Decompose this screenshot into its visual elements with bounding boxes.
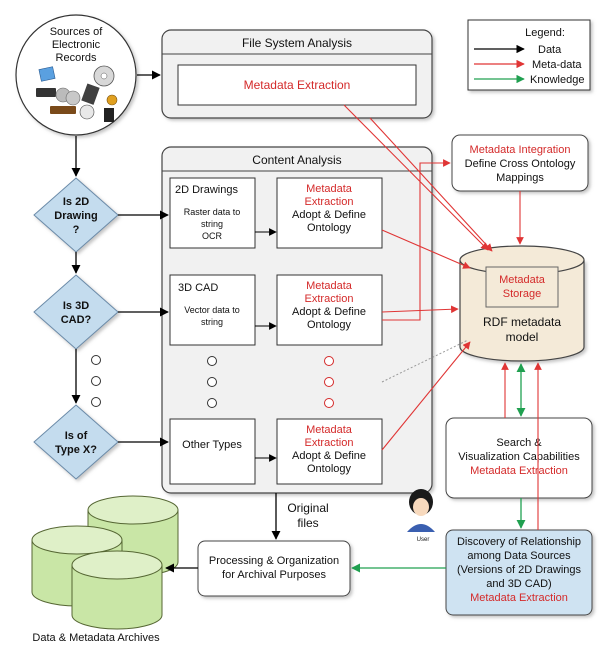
arrow-fs-to-storage: [343, 104, 489, 251]
meta-box-2d: [276, 177, 383, 249]
action-2d-line-2: Ontology: [307, 222, 352, 234]
arrow-fs-to-storage-2: [369, 117, 493, 252]
original-files-line-2: files: [297, 516, 318, 530]
discovery-box: Discovery of Relationship among Data Sou…: [445, 529, 593, 616]
ellipsis-type-column: [207, 356, 217, 408]
action-3d-line-1: Adopt & Define: [292, 306, 366, 318]
meta-other-line-1: Metadata: [306, 424, 353, 436]
type-box-2d: [169, 177, 256, 249]
storage-media-icon: [36, 65, 118, 122]
meta-3d-line-1: Metadata: [306, 280, 353, 292]
file-system-analysis-panel: File System Analysis Metadata Extraction: [161, 29, 433, 119]
search-visualization-box: Search & Visualization Capabilities Meta…: [445, 417, 593, 499]
integration-title: Metadata Integration: [470, 144, 571, 156]
legend-title: Legend:: [525, 27, 565, 39]
storage-model-line-2: model: [506, 330, 539, 344]
storage-inner-line-1: Metadata: [499, 274, 546, 286]
user-label: User: [417, 537, 430, 543]
type-other-title: Other Types: [182, 439, 242, 451]
action-other-line-2: Ontology: [307, 463, 352, 475]
legend-metadata-label: Meta-data: [532, 59, 582, 71]
user-avatar: User: [407, 489, 435, 543]
action-2d-line-1: Adopt & Define: [292, 209, 366, 221]
meta-box-other: [276, 418, 383, 485]
decision-2d-line-3: ?: [73, 224, 80, 236]
meta-2d-line-1: Metadata: [306, 183, 353, 195]
storage-inner-line-2: Storage: [503, 288, 542, 300]
metadata-integration-box: Metadata Integration Define Cross Ontolo…: [451, 134, 589, 192]
decision-2d-line-2: Drawing: [54, 210, 97, 222]
meta-other-line-2: Extraction: [305, 437, 354, 449]
meta-3d-line-2: Extraction: [305, 293, 354, 305]
storage-model-line-1: RDF metadata: [483, 315, 561, 329]
action-3d-line-2: Ontology: [307, 319, 352, 331]
legend: Legend: Data Meta-data Knowledge: [467, 19, 591, 91]
original-files-line-1: Original: [287, 501, 328, 515]
type-box-3d: [169, 274, 256, 346]
processing-line-2: for Archival Purposes: [222, 569, 326, 581]
legend-data-label: Data: [538, 44, 562, 56]
decision-x-line-1: Is of: [65, 430, 88, 442]
fs-metadata-extraction-box: [177, 64, 417, 106]
type-box-other: [169, 418, 256, 485]
type-3d-title: 3D CAD: [178, 282, 218, 294]
search-line-2: Visualization Capabilities: [458, 451, 580, 463]
archives-stack: [31, 495, 179, 630]
decision-x-line-2: Type X?: [55, 444, 97, 456]
sources-node: Sources of Electronic Records: [15, 14, 137, 136]
decision-3d-line-1: Is 3D: [63, 300, 89, 312]
ellipsis-decisions: [91, 355, 101, 407]
arrow-3d-meta-to-integration: [382, 159, 451, 321]
discovery-extraction: Metadata Extraction: [470, 592, 568, 604]
discovery-line-3: (Versions of 2D Drawings: [457, 564, 582, 576]
sources-line-2: Electronic: [52, 39, 101, 51]
file-system-analysis-title: File System Analysis: [242, 36, 352, 50]
discovery-line-2: among Data Sources: [467, 550, 571, 562]
fs-metadata-extraction-label: Metadata Extraction: [244, 78, 351, 92]
decision-3d-line-2: CAD?: [61, 314, 92, 326]
metadata-arrows: [343, 104, 542, 530]
type-2d-line-3: OCR: [202, 231, 223, 241]
ellipsis-meta-column: [324, 356, 334, 408]
action-other-line-1: Adopt & Define: [292, 450, 366, 462]
meta-box-3d: [276, 274, 383, 346]
integration-line-2: Mappings: [496, 172, 544, 184]
data-arrows: [71, 70, 281, 573]
sources-line-1: Sources of: [50, 26, 104, 38]
search-line-1: Search &: [496, 437, 542, 449]
decision-2d-drawing: Is 2D Drawing ?: [33, 177, 119, 253]
meta-2d-line-2: Extraction: [305, 196, 354, 208]
metadata-storage-inner-box: [485, 266, 559, 308]
decision-3d-cad: Is 3D CAD?: [33, 274, 119, 350]
legend-knowledge-label: Knowledge: [530, 74, 584, 86]
rdf-metadata-storage: Metadata Storage RDF metadata model: [459, 245, 585, 362]
type-2d-line-1: Raster data to: [184, 207, 241, 217]
integration-line-1: Define Cross Ontology: [465, 158, 576, 170]
discovery-line-1: Discovery of Relationship: [457, 536, 581, 548]
arrow-3d-meta-to-storage: [381, 305, 459, 314]
type-3d-line-2: string: [201, 317, 223, 327]
sources-line-3: Records: [56, 52, 97, 64]
type-2d-title: 2D Drawings: [175, 184, 238, 196]
decision-type-x: Is of Type X?: [33, 404, 119, 480]
content-analysis-panel: Content Analysis 2D Drawings Raster data…: [161, 146, 433, 494]
decision-2d-line-1: Is 2D: [63, 196, 89, 208]
type-2d-line-2: string: [201, 219, 223, 229]
discovery-line-4: and 3D CAD): [486, 578, 551, 590]
search-extraction: Metadata Extraction: [470, 465, 568, 477]
knowledge-arrows: [351, 363, 526, 573]
type-3d-line-1: Vector data to: [184, 305, 240, 315]
processing-box: Processing & Organization for Archival P…: [197, 540, 351, 597]
content-analysis-title: Content Analysis: [252, 153, 341, 167]
archives-label: Data & Metadata Archives: [32, 632, 160, 644]
arrow-2d-meta-to-storage: [381, 229, 471, 269]
arrow-other-meta-to-storage: [381, 341, 471, 451]
processing-line-1: Processing & Organization: [209, 555, 339, 567]
